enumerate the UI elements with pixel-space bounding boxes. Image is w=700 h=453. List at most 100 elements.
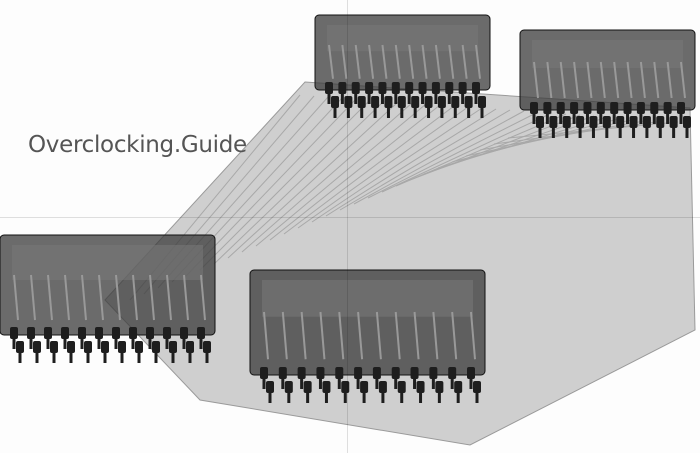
- connectors: [0, 14, 696, 403]
- connector-pin: [84, 341, 92, 353]
- connector-pin: [50, 341, 58, 353]
- connector-pin: [570, 102, 579, 114]
- connector-pin: [146, 327, 154, 339]
- connector-pin: [596, 102, 605, 114]
- guide-line-horizontal: [0, 217, 700, 218]
- connector-pin: [397, 381, 406, 393]
- connector-pin: [357, 96, 366, 108]
- pcb-trace: [297, 106, 469, 229]
- connector-pin: [322, 381, 331, 393]
- connector-pin: [78, 327, 86, 339]
- connector-pin: [360, 381, 369, 393]
- connector-pin: [549, 116, 558, 128]
- connector-pin: [405, 82, 414, 94]
- connector-pin: [410, 367, 419, 379]
- pcb-trace: [227, 101, 399, 259]
- connector-pin: [429, 367, 438, 379]
- connector-pin: [411, 96, 420, 108]
- guide-line-vertical: [347, 0, 348, 453]
- connector-pin: [186, 341, 194, 353]
- pcb-trace: [213, 100, 385, 265]
- connector-pin: [464, 96, 473, 108]
- connector-pin: [203, 341, 211, 353]
- connector-pin: [266, 381, 274, 393]
- connector-pin: [67, 341, 75, 353]
- connector-pin: [303, 381, 312, 393]
- connector-pin: [129, 327, 137, 339]
- connector-pin: [44, 327, 52, 339]
- connector-pin: [27, 327, 35, 339]
- connector-pin: [351, 82, 360, 94]
- connector: [0, 234, 216, 363]
- connector-pin: [33, 341, 41, 353]
- connector-pin: [371, 96, 380, 108]
- connector-pin: [445, 82, 454, 94]
- connector-pin: [16, 341, 24, 353]
- connector-pin: [437, 96, 446, 108]
- connector-pin: [448, 367, 457, 379]
- connector-pin: [454, 381, 463, 393]
- pcb-trace: [255, 103, 427, 247]
- connector-pin: [418, 82, 427, 94]
- connector-pin: [656, 116, 665, 128]
- connector-pin: [118, 341, 126, 353]
- connector-pin: [530, 102, 538, 114]
- connector-pin: [616, 116, 625, 128]
- connector-pin: [576, 116, 585, 128]
- connector-pin: [663, 102, 672, 114]
- connector-pin: [650, 102, 659, 114]
- connector-pin: [331, 96, 339, 108]
- connector-pin: [610, 102, 619, 114]
- connector-pin: [325, 82, 333, 94]
- connector-pin: [384, 96, 393, 108]
- connector-pin: [683, 116, 691, 128]
- pcb-trace: [311, 107, 483, 223]
- connector-pin: [623, 102, 632, 114]
- connector-pin: [478, 96, 486, 108]
- connector-pin: [169, 341, 177, 353]
- connector-pin: [112, 327, 120, 339]
- pcb-trace: [353, 110, 525, 205]
- connector-pin: [536, 116, 544, 128]
- connector-pin: [416, 381, 425, 393]
- connector-pin: [669, 116, 678, 128]
- pcb-trace: [339, 109, 511, 211]
- connector-pin: [583, 102, 592, 114]
- connector-pin: [467, 367, 475, 379]
- connector-pin: [378, 82, 387, 94]
- connector-pin: [458, 82, 467, 94]
- connector-pin: [284, 381, 293, 393]
- connector-pin: [435, 381, 444, 393]
- connector-pin: [335, 367, 344, 379]
- pcb-trace: [325, 108, 497, 217]
- watermark-text: Overclocking.Guide: [28, 132, 247, 158]
- connector-pin: [135, 341, 143, 353]
- connector-pin: [677, 102, 685, 114]
- connector: [314, 14, 491, 118]
- connector-pin: [636, 102, 645, 114]
- connector-pin: [472, 82, 480, 94]
- connector-pin: [278, 367, 287, 379]
- connector-pin: [431, 82, 440, 94]
- connector: [249, 269, 486, 403]
- connector-pin: [372, 367, 381, 379]
- connector: [519, 29, 696, 138]
- connector-pin: [556, 102, 565, 114]
- connector-pin: [338, 82, 347, 94]
- connector-pin: [61, 327, 69, 339]
- connector-pin: [589, 116, 598, 128]
- connector-pin: [629, 116, 638, 128]
- connector-pin: [562, 116, 571, 128]
- connector-pin: [297, 367, 306, 379]
- connector-pin: [378, 381, 387, 393]
- connector-pin: [260, 367, 268, 379]
- pcb-trace: [241, 102, 413, 253]
- pcb-trace: [381, 112, 553, 193]
- connector-pin: [341, 381, 350, 393]
- connector-pin: [101, 341, 109, 353]
- connector-pin: [391, 82, 400, 94]
- pcb-trace: [199, 99, 371, 271]
- connector-pin: [397, 96, 406, 108]
